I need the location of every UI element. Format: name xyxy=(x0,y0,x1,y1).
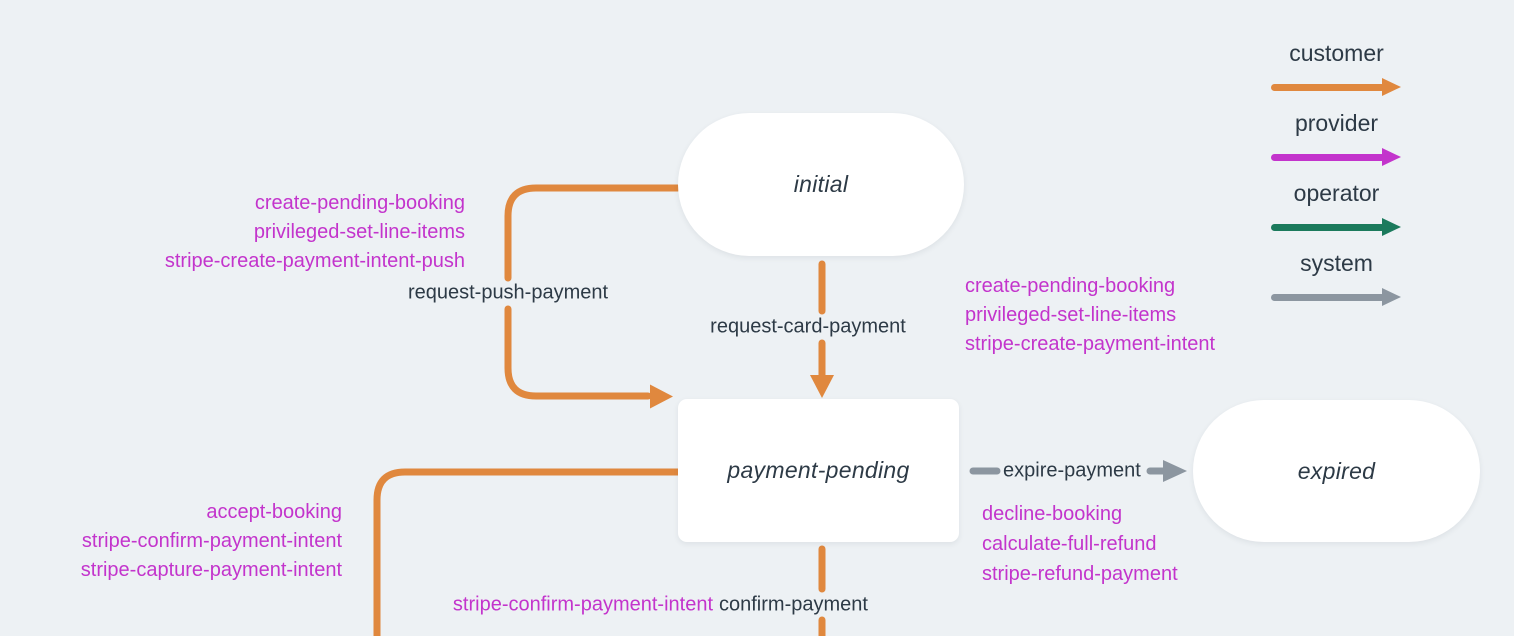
legend-label-system: system xyxy=(1300,250,1373,276)
state-initial: initial xyxy=(678,113,964,256)
transition-label-request-push-payment: request-push-payment xyxy=(407,281,609,304)
legend-item-operator: operator xyxy=(1271,180,1402,250)
transition-label-request-card-payment: request-card-payment xyxy=(710,315,906,338)
state-payment-pending-label: payment-pending xyxy=(727,457,910,483)
action-item: stripe-confirm-payment-intent xyxy=(452,593,713,616)
expire-payment-arrowhead-icon xyxy=(1163,460,1187,482)
action-item: calculate-full-refund xyxy=(982,533,1157,555)
operator-arrow-icon xyxy=(1271,218,1401,236)
action-item: privileged-set-line-items xyxy=(253,221,465,243)
action-list-expire-payment: decline-booking calculate-full-refund st… xyxy=(982,499,1178,589)
action-list-accept-booking: accept-booking stripe-confirm-payment-in… xyxy=(81,498,342,585)
legend-item-customer: customer xyxy=(1271,40,1402,110)
action-item: stripe-create-payment-intent xyxy=(965,333,1216,355)
legend-item-provider: provider xyxy=(1271,110,1402,180)
action-list-request-card-payment: create-pending-booking privileged-set-li… xyxy=(965,272,1215,359)
state-initial-label: initial xyxy=(793,171,849,197)
provider-arrow-icon xyxy=(1271,148,1401,166)
action-list-confirm-payment: stripe-confirm-payment-intent xyxy=(453,591,713,620)
action-item: privileged-set-line-items xyxy=(965,304,1177,326)
action-item: decline-booking xyxy=(982,503,1123,525)
action-item: stripe-create-payment-intent-push xyxy=(164,250,465,272)
action-item: create-pending-booking xyxy=(965,275,1176,297)
transition-label-expire-payment: expire-payment xyxy=(1003,459,1141,482)
legend-label-provider: provider xyxy=(1294,110,1379,136)
legend-label-operator: operator xyxy=(1293,180,1380,206)
legend-label-customer: customer xyxy=(1289,40,1384,66)
request-card-payment-arrowhead-icon xyxy=(810,375,834,398)
state-payment-pending: payment-pending xyxy=(678,399,959,542)
state-expired: expired xyxy=(1193,400,1480,542)
action-list-request-push-payment: create-pending-booking privileged-set-li… xyxy=(165,189,465,276)
customer-arrow-icon xyxy=(1271,78,1401,96)
request-push-payment-arrowhead-icon xyxy=(650,384,673,409)
action-item: accept-booking xyxy=(206,501,342,523)
actor-legend: customer provider operator system xyxy=(1271,40,1402,320)
action-item: stripe-refund-payment xyxy=(982,563,1178,585)
state-expired-label: expired xyxy=(1297,457,1376,484)
request-push-payment-edge xyxy=(504,184,682,400)
action-item: stripe-capture-payment-intent xyxy=(80,559,342,581)
action-item: create-pending-booking xyxy=(254,192,465,214)
transition-label-confirm-payment: confirm-payment xyxy=(719,593,868,616)
legend-item-system: system xyxy=(1271,250,1402,320)
action-item: stripe-confirm-payment-intent xyxy=(81,530,342,552)
accept-booking-edge xyxy=(373,468,682,636)
system-arrow-icon xyxy=(1271,288,1401,306)
